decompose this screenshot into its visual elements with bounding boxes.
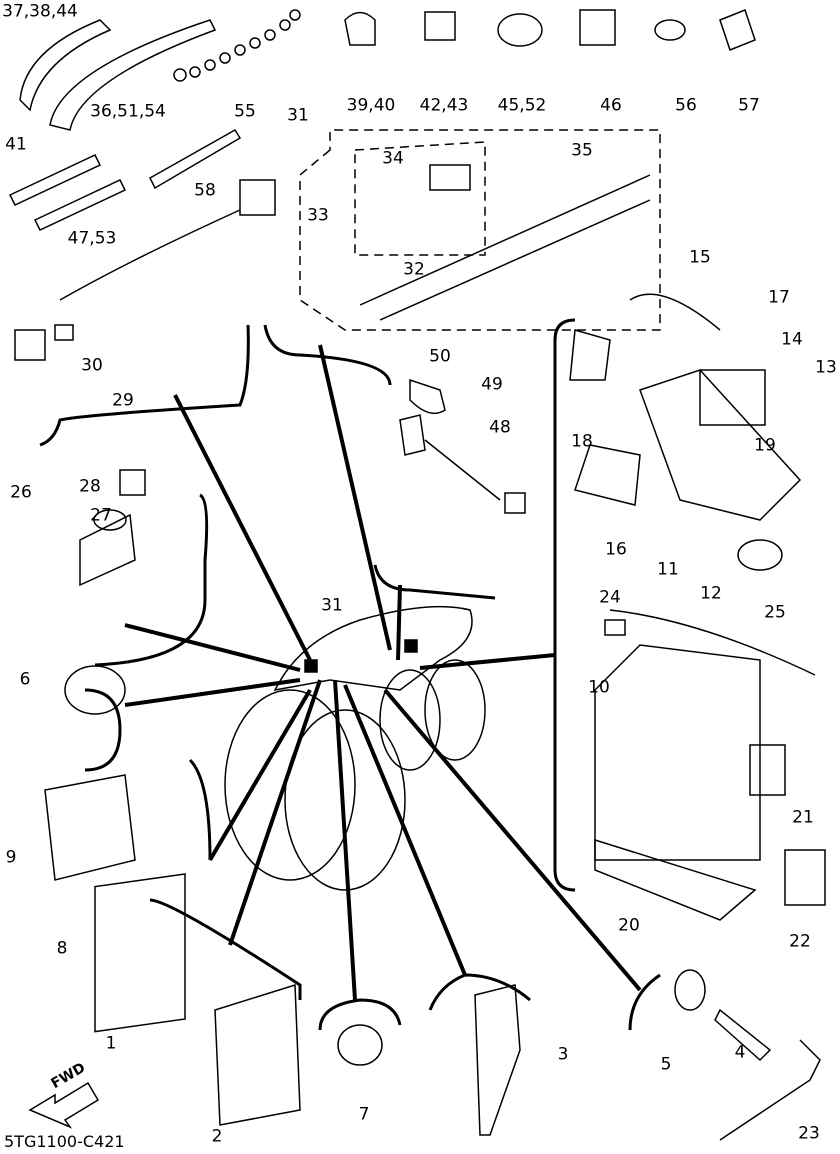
callout-label: 16 [605, 539, 627, 560]
callout-label: 13 [815, 357, 837, 378]
callout-label: 37,38,44 [2, 1, 78, 22]
callout-label: 35 [571, 140, 593, 161]
callout-label: 55 [234, 101, 256, 122]
callout-label: 11 [657, 559, 679, 580]
callout-label: 14 [781, 329, 803, 350]
kit-31-outline [299, 129, 661, 331]
fwd-arrow-icon [28, 1081, 100, 1129]
callout-label: 29 [112, 390, 134, 411]
callout-label: 9 [5, 847, 17, 868]
callout-label: 10 [588, 677, 610, 698]
callout-label: 21 [792, 807, 814, 828]
small-parts [8, 9, 826, 1141]
callout-label: 57 [738, 95, 760, 116]
callout-label: 12 [700, 583, 722, 604]
callout-label: 4 [734, 1042, 746, 1063]
callout-label: 42,43 [419, 95, 469, 116]
callout-label: 3 [557, 1044, 569, 1065]
callout-label: 27 [90, 505, 112, 526]
callout-label: 20 [618, 915, 640, 936]
callout-label: 24 [599, 587, 621, 608]
atv-outline [224, 605, 486, 891]
callout-label: 48 [489, 417, 511, 438]
callout-label: 33 [307, 205, 329, 226]
callout-label: 50 [429, 346, 451, 367]
callout-label: 45,52 [497, 95, 547, 116]
callout-label: 32 [403, 259, 425, 280]
callout-label: 49 [481, 374, 503, 395]
callout-label: 8 [56, 938, 68, 959]
callout-label: 5 [660, 1054, 672, 1075]
callout-label: 47,53 [67, 228, 117, 249]
callout-label: 7 [358, 1104, 370, 1125]
callout-label: 31 [287, 105, 309, 126]
callout-label: 25 [764, 602, 786, 623]
callout-label: 41 [5, 134, 27, 155]
group-leader-lines [124, 344, 642, 1001]
callout-label: 31 [321, 595, 343, 616]
callout-label: 34 [382, 148, 404, 169]
callout-label: 26 [10, 482, 32, 503]
callout-label: 39,40 [346, 95, 396, 116]
callout-label: 17 [768, 287, 790, 308]
callout-label: 56 [675, 95, 697, 116]
callout-label: 1 [105, 1033, 117, 1054]
callout-label: 2 [211, 1126, 223, 1147]
callout-label: 36,51,54 [90, 101, 166, 122]
diagram-code: 5TG1100-C421 [4, 1132, 125, 1151]
callout-label: 28 [79, 476, 101, 497]
callout-label: 30 [81, 355, 103, 376]
callout-label: 18 [571, 431, 593, 452]
callout-label: 23 [798, 1123, 820, 1144]
callout-label: 15 [689, 247, 711, 268]
callout-label: 46 [600, 95, 622, 116]
callout-label: 22 [789, 931, 811, 952]
callout-label: 19 [754, 435, 776, 456]
callout-label: 58 [194, 180, 216, 201]
callout-label: 6 [19, 669, 31, 690]
group-brackets [39, 318, 661, 1031]
